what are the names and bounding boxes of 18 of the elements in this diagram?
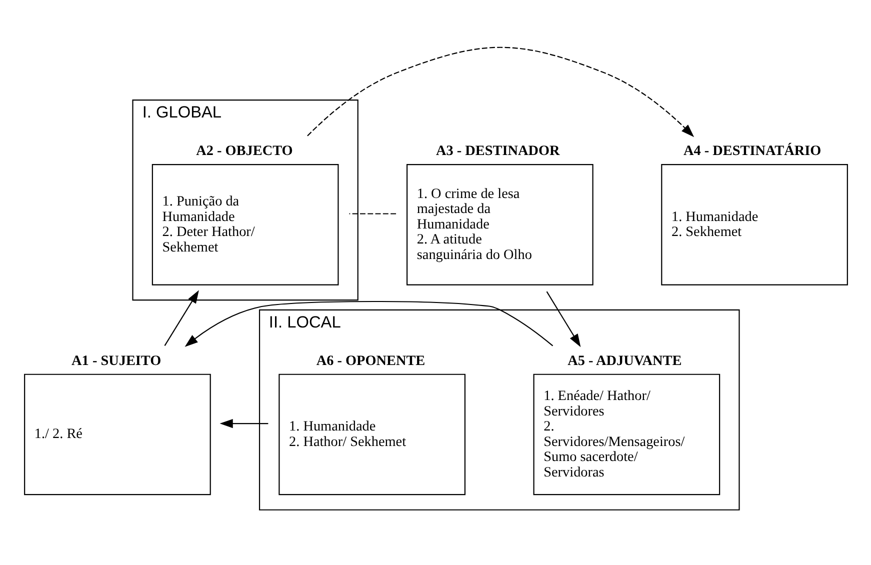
node-box: 1. O crime de lesa majestade da Humanidade 2. A atitude sanguinária do Olho <box>406 164 593 285</box>
node-box: 1. Humanidade 2. Sekhemet <box>660 164 848 285</box>
arrow <box>219 418 268 428</box>
node-box: 1./ 2. Ré <box>24 373 210 495</box>
node-box: 1. Humanidade 2. Hathor/ Sekhemet <box>278 373 465 495</box>
node-label: A3 - DESTINADOR <box>436 142 560 159</box>
arrow <box>184 300 553 346</box>
node-label: A6 - OPONENTE <box>316 352 425 368</box>
node-label: A2 - OBJECTO <box>196 142 292 159</box>
node-label: A4 - DESTINATÁRIO <box>683 142 821 159</box>
node-label: A1 - SUJEITO <box>71 352 161 368</box>
connector <box>348 212 396 214</box>
node-box: 1. Punição da Humanidade 2. Deter Hathor/ Sekhemet <box>151 164 338 285</box>
node-label: A5 - ADJUVANTE <box>567 352 682 368</box>
arrow <box>164 290 198 346</box>
node-box: 1. Enéade/ Hathor/ Servidores 2. Servidores/Mensageiros/ Sumo sacerdote/ Servidoras <box>532 373 720 495</box>
arrow <box>546 290 580 347</box>
arrow <box>306 46 694 137</box>
